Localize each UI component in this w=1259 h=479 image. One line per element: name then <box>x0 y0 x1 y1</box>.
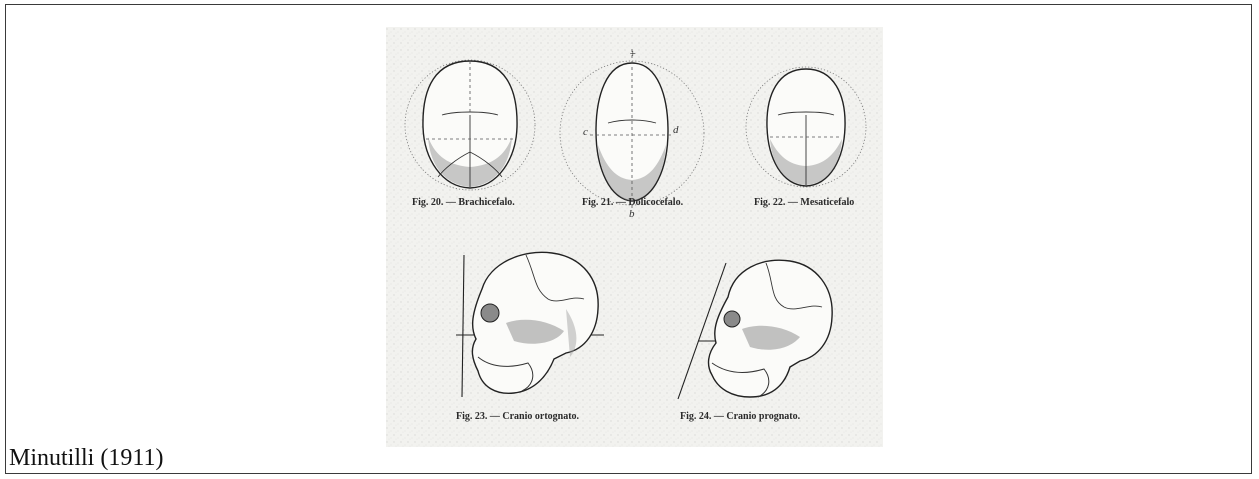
fig-24-caption: Fig. 24. — Cranio prognato. <box>680 411 801 422</box>
document-frame: + c d b Fig. 20. — Brachicefalo. Fig. 21… <box>5 4 1252 474</box>
fig-20-caption: Fig. 20. — Brachicefalo. <box>412 197 515 208</box>
measure-letter-bottom: b <box>629 208 635 220</box>
skull-illustration-plate: + c d b Fig. 20. — Brachicefalo. Fig. 21… <box>386 27 883 447</box>
image-caption: Minutilli (1911) <box>9 444 163 472</box>
measure-letter-left: c <box>583 126 588 138</box>
fig-23-caption: Fig. 23. — Cranio ortognato. <box>456 411 580 422</box>
fig-22-caption: Fig. 22. — Mesaticefalo <box>754 197 854 208</box>
measure-letter-right: d <box>673 124 679 136</box>
fig-21-caption: Fig. 21. — Dolicocefalo. <box>582 197 684 208</box>
skull-figures-drawing: + c d b Fig. 20. — Brachicefalo. Fig. 21… <box>386 27 883 447</box>
measure-letter-top: + <box>629 48 636 60</box>
